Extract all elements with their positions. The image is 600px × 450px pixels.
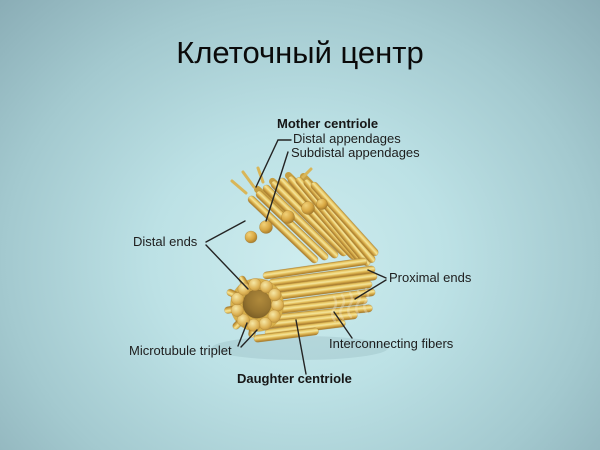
- label-mother-centriole: Mother centriole: [277, 116, 379, 131]
- label-distal-ends: Distal ends: [133, 234, 198, 249]
- label-microtubule-triplet: Microtubule triplet: [129, 343, 232, 358]
- label-distal-appendages: Distal appendages: [293, 131, 401, 146]
- leader-microtubule-triplet-right: [240, 329, 258, 348]
- label-subdistal-appendages: Subdistal appendages: [291, 145, 420, 160]
- leader-lines: [205, 139, 387, 375]
- leader-microtubule-triplet-left: [237, 322, 248, 347]
- mother-centriole-graphic: [230, 166, 379, 267]
- daughter-centriole-graphic: [224, 257, 378, 343]
- interconnecting-fibers-graphic: [331, 287, 370, 323]
- leader-subdistal-appendages: [265, 151, 289, 222]
- slide-title: Клеточный центр: [176, 35, 424, 70]
- label-daughter-centriole: Daughter centriole: [237, 371, 352, 386]
- appendage-balls: [244, 198, 328, 244]
- label-proximal-ends: Proximal ends: [389, 270, 472, 285]
- leader-proximal-ends-lower: [354, 279, 387, 300]
- leader-daughter-centriole: [295, 319, 307, 375]
- leader-distal-appendages: [255, 139, 292, 188]
- leader-distal-ends-lower: [205, 244, 249, 290]
- leader-proximal-ends-upper: [367, 269, 387, 279]
- microtubule-ring: [224, 275, 285, 338]
- label-interconnecting-fibers: Interconnecting fibers: [329, 336, 454, 351]
- ground-shadow: [212, 336, 388, 360]
- leader-distal-ends-upper: [205, 220, 246, 243]
- leader-interconnecting-fibers: [333, 311, 353, 339]
